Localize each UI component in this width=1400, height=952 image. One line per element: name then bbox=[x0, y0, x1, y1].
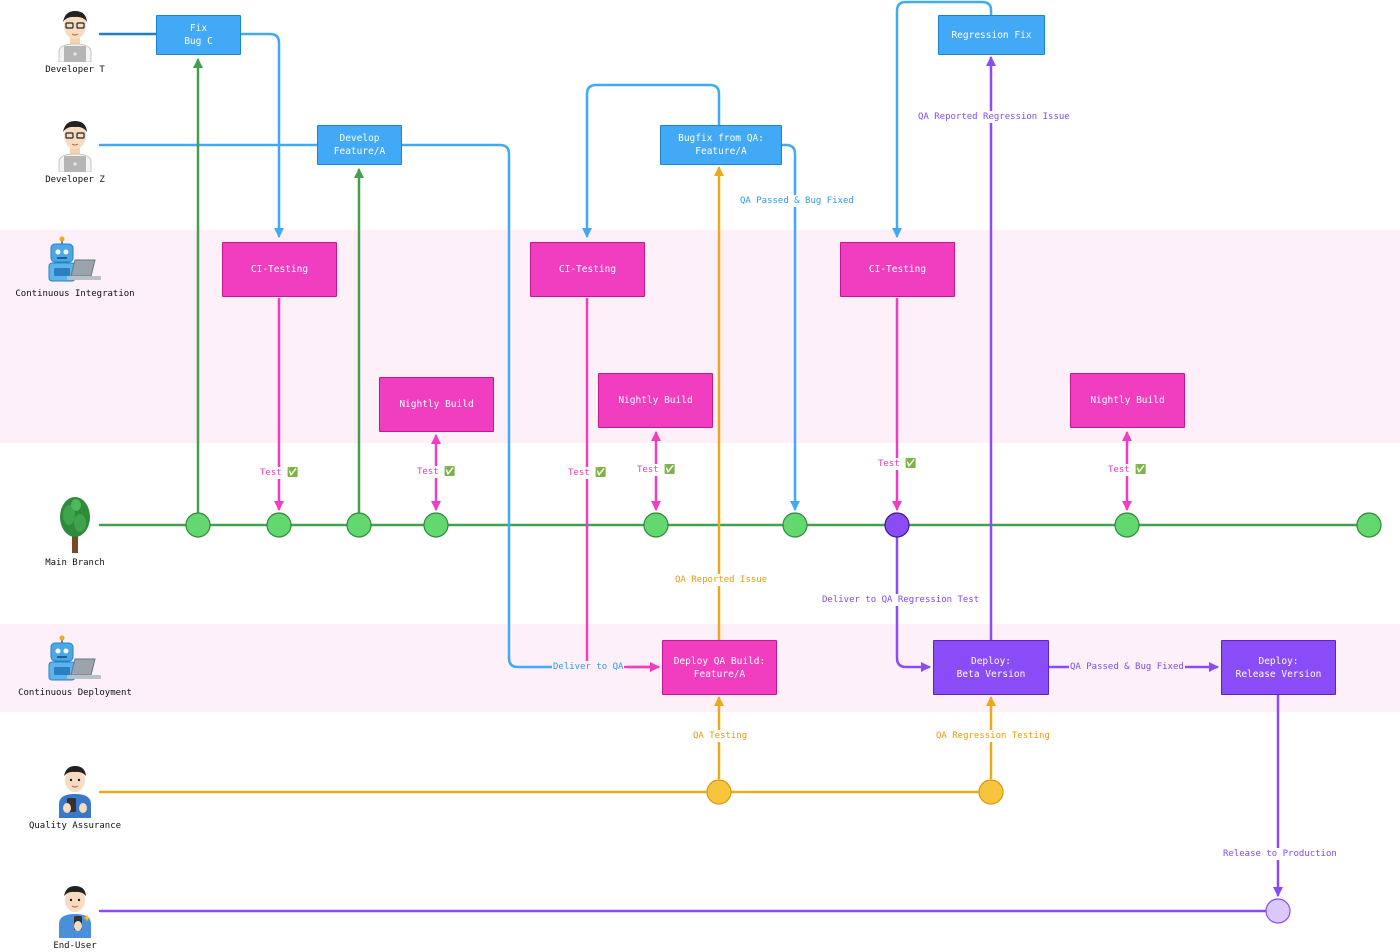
commit-node bbox=[1114, 512, 1140, 538]
nightly-build-box-2: Nightly Build bbox=[598, 373, 713, 428]
qa-name: Quality Assurance bbox=[28, 821, 122, 831]
test-label-6: Test ✅ bbox=[1107, 464, 1148, 476]
bugfix-to-main-arrow bbox=[780, 143, 800, 511]
cd-name: Continuous Deployment bbox=[18, 688, 132, 698]
nightly-build-box-1: Nightly Build bbox=[379, 377, 494, 432]
commit-node bbox=[423, 512, 449, 538]
main-branch-name: Main Branch bbox=[45, 558, 105, 568]
actor-quality-assurance: Quality Assurance bbox=[0, 764, 150, 831]
qa-regression-testing-label: QA Regression Testing bbox=[935, 730, 1051, 742]
fix-bug-c-box: Fix Bug C bbox=[156, 15, 241, 55]
developer-icon bbox=[58, 11, 92, 62]
release-to-production-label: Release to Production bbox=[1222, 848, 1338, 860]
deploy-qa-build-box: Deploy QA Build: Feature/A bbox=[662, 640, 777, 695]
commit-node bbox=[346, 512, 372, 538]
bugfix-to-ci-testing-2-arrow bbox=[582, 83, 721, 238]
regression-fix-box: Regression Fix bbox=[938, 15, 1045, 55]
test-label-1: Test ✅ bbox=[259, 467, 300, 479]
tree-icon bbox=[60, 497, 90, 553]
qa-testing-label: QA Testing bbox=[692, 730, 749, 742]
ci-testing-box-3: CI-Testing bbox=[840, 242, 955, 297]
qa-passed-bug-fixed-label-1: QA Passed & Bug Fixed bbox=[739, 195, 855, 207]
test-label-5: Test ✅ bbox=[877, 458, 918, 470]
developer-z-name: Developer Z bbox=[45, 175, 105, 185]
ci-testing-box-2: CI-Testing bbox=[530, 242, 645, 297]
develop-to-deliver-qa-path bbox=[399, 143, 554, 669]
actor-developer-t: Developer T bbox=[0, 8, 150, 75]
commit-node bbox=[782, 512, 808, 538]
deliver-to-qa-regression-label: Deliver to QA Regression Test bbox=[821, 594, 981, 606]
qa-passed-bug-fixed-label-2: QA Passed & Bug Fixed bbox=[1069, 661, 1185, 673]
develop-feature-box: Develop Feature/A bbox=[317, 125, 402, 165]
actor-developer-z: Developer Z bbox=[0, 118, 150, 185]
deliver-to-qa-label: Deliver to QA bbox=[552, 661, 625, 673]
deploy-release-box: Deploy: Release Version bbox=[1221, 640, 1336, 695]
developer-t-name: Developer T bbox=[45, 65, 105, 75]
beta-commit-node bbox=[884, 512, 910, 538]
qa-person-icon bbox=[59, 766, 91, 818]
qa-testing-node bbox=[706, 779, 732, 805]
ci-testing-box-1: CI-Testing bbox=[222, 242, 337, 297]
end-user-icon bbox=[59, 886, 91, 938]
qa-regression-node bbox=[978, 779, 1004, 805]
robot-icon bbox=[48, 236, 101, 282]
fix-to-ci-testing-1-arrow bbox=[239, 32, 284, 238]
test-label-4: Test ✅ bbox=[636, 464, 677, 476]
actor-main-branch: Main Branch bbox=[0, 495, 150, 568]
robot-icon bbox=[48, 635, 101, 681]
ci-2-to-deploy-qa-arrow bbox=[585, 297, 660, 669]
test-label-3: Test ✅ bbox=[567, 467, 608, 479]
qa-reported-issue-label: QA Reported Issue bbox=[674, 574, 769, 586]
deploy-beta-box: Deploy: Beta Version bbox=[933, 640, 1049, 695]
end-user-name: End-User bbox=[53, 941, 97, 951]
commit-node bbox=[643, 512, 669, 538]
actor-continuous-deployment: Continuous Deployment bbox=[0, 635, 150, 698]
end-user-release-node bbox=[1265, 898, 1291, 924]
actor-continuous-integration: Continuous Integration bbox=[0, 236, 150, 299]
bugfix-from-qa-box: Bugfix from QA: Feature/A bbox=[660, 125, 782, 165]
commit-node bbox=[1356, 512, 1382, 538]
qa-reported-regression-label: QA Reported Regression Issue bbox=[917, 111, 1071, 123]
test-label-2: Test ✅ bbox=[416, 466, 457, 478]
regression-fix-to-ci-testing-3-arrow bbox=[892, 0, 993, 238]
actor-end-user: End-User bbox=[0, 884, 150, 951]
developer-icon bbox=[58, 121, 92, 172]
main-to-deploy-beta-arrow bbox=[895, 536, 931, 672]
ci-name: Continuous Integration bbox=[15, 289, 135, 299]
commit-node bbox=[185, 512, 211, 538]
commit-node bbox=[266, 512, 292, 538]
nightly-build-box-3: Nightly Build bbox=[1070, 373, 1185, 428]
